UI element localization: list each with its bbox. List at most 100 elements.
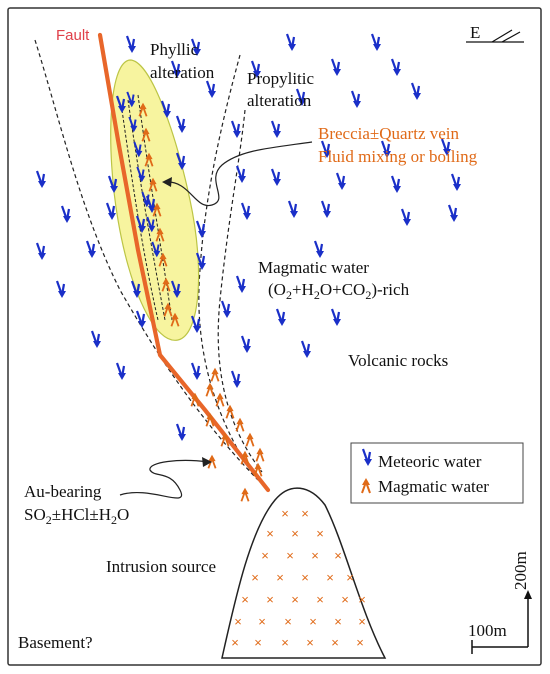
phyllic-label-2: alteration <box>150 63 215 82</box>
scale-horizontal-label: 100m <box>468 621 507 640</box>
x-mark-icon: × <box>301 570 309 585</box>
breccia-callout-arrow <box>164 141 313 207</box>
magmatic-arrow-icon <box>144 152 154 167</box>
meteoric-arrow-icon <box>400 208 411 226</box>
meteoric-arrow-icon <box>230 120 241 138</box>
magmatic-arrow-icon <box>255 447 265 462</box>
x-mark-icon: × <box>334 548 342 563</box>
propylitic-label-2: alteration <box>247 91 312 110</box>
meteoric-arrow-icon <box>90 330 101 348</box>
magmatic-arrow-icon <box>141 127 151 142</box>
meteoric-arrow-icon <box>450 173 461 191</box>
x-mark-icon: × <box>356 635 364 650</box>
scale-bar: 100m 200m <box>468 551 532 654</box>
x-mark-icon: × <box>261 548 269 563</box>
meteoric-arrow-icon <box>175 115 186 133</box>
magmatic-arrow-icon <box>207 454 217 469</box>
magmatic-arrow-icon <box>158 252 168 267</box>
meteoric-arrow-icon <box>380 140 391 158</box>
meteoric-arrow-icon <box>390 175 401 193</box>
meteoric-arrow-icon <box>250 60 261 78</box>
meteoric-arrow-icon <box>370 33 381 51</box>
meteoric-arrow-icon <box>151 241 161 258</box>
meteoric-arrow-icon <box>35 170 46 188</box>
x-mark-icon: × <box>301 506 309 521</box>
magmatic-arrow-icon <box>138 102 148 117</box>
meteoric-arrow-icon <box>313 240 324 258</box>
x-mark-icon: × <box>316 526 324 541</box>
x-mark-icon: × <box>266 526 274 541</box>
x-mark-icon: × <box>291 526 299 541</box>
volcanic-rocks-label: Volcanic rocks <box>348 351 448 370</box>
north-label: E <box>470 23 480 42</box>
x-mark-icon: × <box>266 592 274 607</box>
meteoric-arrow-icon <box>105 202 116 220</box>
x-mark-icon: × <box>358 592 366 607</box>
legend-magmatic-label: Magmatic water <box>378 477 489 496</box>
meteoric-arrow-icon <box>128 116 138 133</box>
meteoric-arrow-icon <box>85 240 96 258</box>
meteoric-arrow-icon <box>136 166 146 183</box>
magmatic-arrows <box>138 102 265 502</box>
meteoric-arrow-icon <box>287 200 298 218</box>
meteoric-arrow-icon <box>205 80 216 98</box>
breccia-callout-arrowhead <box>162 177 172 187</box>
meteoric-arrows <box>35 33 461 441</box>
meteoric-arrow-icon <box>160 100 171 118</box>
magmatic-arrow-icon <box>235 417 245 432</box>
meteoric-arrow-icon <box>135 215 146 233</box>
meteoric-arrow-icon <box>335 172 346 190</box>
x-mark-icon: × <box>291 592 299 607</box>
meteoric-arrow-icon <box>195 220 206 238</box>
meteoric-arrow-icon <box>270 120 281 138</box>
meteoric-arrow-icon <box>175 152 186 170</box>
meteoric-arrow-icon <box>440 138 451 156</box>
x-mark-icon: × <box>281 506 289 521</box>
propylitic-boundary <box>217 109 263 473</box>
meteoric-arrow-icon <box>35 242 46 260</box>
meteoric-arrow-icon <box>410 82 421 100</box>
meteoric-arrow-icon <box>230 370 241 388</box>
meteoric-arrow-icon <box>361 448 372 466</box>
legend: Meteoric water Magmatic water <box>350 442 524 504</box>
x-mark-icon: × <box>231 635 239 650</box>
magmatic-water-label-1: Magmatic water <box>258 258 369 277</box>
meteoric-arrow-icon <box>320 200 331 218</box>
scale-vertical-label: 200m <box>511 551 530 590</box>
meteoric-arrow-icon <box>133 141 143 158</box>
x-mark-icon: × <box>326 570 334 585</box>
meteoric-arrow-icon <box>190 315 201 333</box>
propylitic-label-1: Propylitic <box>247 69 315 88</box>
legend-box <box>350 442 524 504</box>
magmatic-arrow-icon <box>245 432 255 447</box>
magmatic-arrow-icon <box>361 478 371 494</box>
magmatic-arrow-icon <box>148 177 158 192</box>
meteoric-arrow-icon <box>175 423 186 441</box>
meteoric-arrow-icon <box>60 205 71 223</box>
meteoric-arrow-icon <box>115 95 126 113</box>
magmatic-arrow-icon <box>155 227 165 242</box>
meteoric-arrow-icon <box>135 310 146 328</box>
meteoric-arrow-icon <box>235 275 246 293</box>
magmatic-arrow-icon <box>152 202 162 217</box>
meteoric-arrow-icon <box>320 140 331 158</box>
meteoric-arrow-icon <box>350 90 361 108</box>
meteoric-arrow-icon <box>235 165 246 183</box>
meteoric-arrow-icon <box>125 35 136 53</box>
x-mark-icon: × <box>234 614 242 629</box>
magmatic-arrow-icon <box>253 462 263 477</box>
legend-meteoric-label: Meteoric water <box>378 452 482 471</box>
meteoric-arrow-icon <box>195 252 206 270</box>
meteoric-arrow-icon <box>295 88 306 106</box>
north-compass-icon: E <box>466 23 524 43</box>
x-mark-icon: × <box>358 614 366 629</box>
basement-label: Basement? <box>18 633 93 652</box>
x-mark-icon: × <box>316 592 324 607</box>
meteoric-arrow-icon <box>300 340 311 358</box>
magmatic-arrow-icon <box>240 487 250 502</box>
meteoric-arrow-icon <box>447 204 458 222</box>
meteoric-arrow-icon <box>115 362 126 380</box>
x-mark-icon: × <box>309 614 317 629</box>
meteoric-arrow-icon <box>270 168 281 186</box>
